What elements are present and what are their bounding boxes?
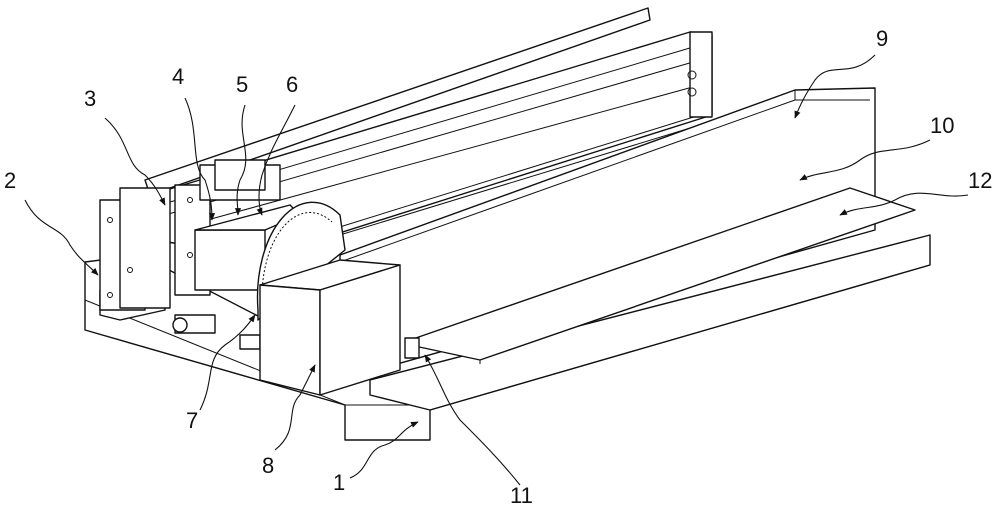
end-box — [260, 260, 400, 395]
label-2: 2 — [4, 170, 16, 192]
label-3: 3 — [84, 88, 96, 110]
label-1: 1 — [333, 472, 345, 494]
label-11: 11 — [510, 485, 533, 507]
label-8: 8 — [262, 455, 274, 477]
label-5: 5 — [236, 74, 248, 96]
label-4: 4 — [172, 66, 184, 88]
label-7: 7 — [186, 410, 198, 432]
label-6: 6 — [286, 74, 298, 96]
label-12: 12 — [968, 170, 992, 192]
label-9: 9 — [876, 28, 888, 50]
label-10: 10 — [930, 115, 954, 137]
